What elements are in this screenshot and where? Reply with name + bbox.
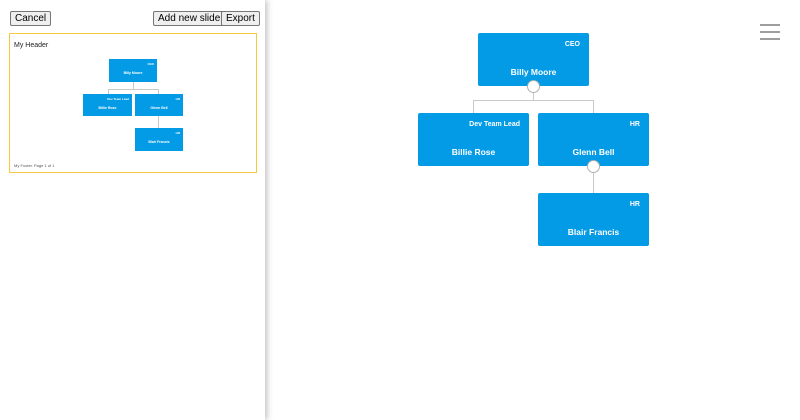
node-name: Glenn Bell [572, 147, 615, 157]
add-new-slide-button[interactable]: Add new slide [153, 11, 226, 26]
preview-node-title: CEO [147, 62, 154, 66]
chart-link [473, 100, 594, 101]
chart-link [473, 100, 474, 113]
export-button[interactable]: Export [221, 11, 260, 26]
chart-link [533, 86, 534, 100]
preview-node-name: Glenn Bell [150, 106, 168, 110]
export-panel: Cancel Add new slide Export My Header CE… [0, 0, 265, 420]
preview-node-name: Billy Moore [123, 71, 143, 75]
node-title: Dev Team Lead [469, 121, 520, 128]
node-title: HR [629, 201, 640, 208]
node-title: HR [629, 121, 640, 128]
node-title: CEO [564, 41, 580, 48]
preview-node-billie-rose: Dev Team Lead Billie Rose [83, 94, 132, 116]
preview-link [108, 89, 159, 90]
menu-bar [760, 24, 780, 26]
preview-node-glenn-bell: HR Glenn Bell [135, 94, 183, 116]
cancel-button[interactable]: Cancel [10, 11, 52, 26]
preview-node-title: HR [175, 97, 180, 101]
collapse-toggle-glenn-bell[interactable] [587, 160, 600, 173]
org-node-glenn-bell[interactable]: HR Glenn Bell [538, 113, 649, 166]
slide-preview[interactable]: My Header CEO Billy Moore Dev Team Lead … [9, 33, 257, 173]
menu-bar [760, 38, 780, 40]
org-node-blair-francis[interactable]: HR Blair Francis [538, 193, 649, 246]
hamburger-menu-icon[interactable] [760, 24, 780, 40]
preview-link [158, 89, 159, 94]
node-name: Billy Moore [510, 67, 557, 77]
org-node-billie-rose[interactable]: Dev Team Lead Billie Rose [418, 113, 529, 166]
node-name: Billie Rose [451, 147, 496, 157]
preview-node-billy-moore: CEO Billy Moore [109, 59, 157, 82]
preview-node-title: HR [175, 131, 180, 135]
chart-link [593, 166, 594, 193]
preview-link [133, 82, 134, 89]
menu-bar [760, 31, 780, 33]
node-name: Blair Francis [567, 227, 620, 237]
preview-header: My Header [14, 42, 49, 49]
chart-link [593, 100, 594, 113]
preview-node-title: Dev Team Lead [107, 97, 129, 101]
preview-node-blair-francis: HR Blair Francis [135, 128, 183, 151]
preview-footer: My Footer. Page 1 of 1 [14, 163, 55, 168]
org-node-billy-moore[interactable]: CEO Billy Moore [478, 33, 589, 86]
preview-node-name: Billie Rose [98, 106, 117, 110]
preview-link [158, 116, 159, 128]
collapse-toggle-billy-moore[interactable] [527, 80, 540, 93]
preview-node-name: Blair Francis [148, 140, 170, 144]
preview-link [108, 89, 109, 94]
